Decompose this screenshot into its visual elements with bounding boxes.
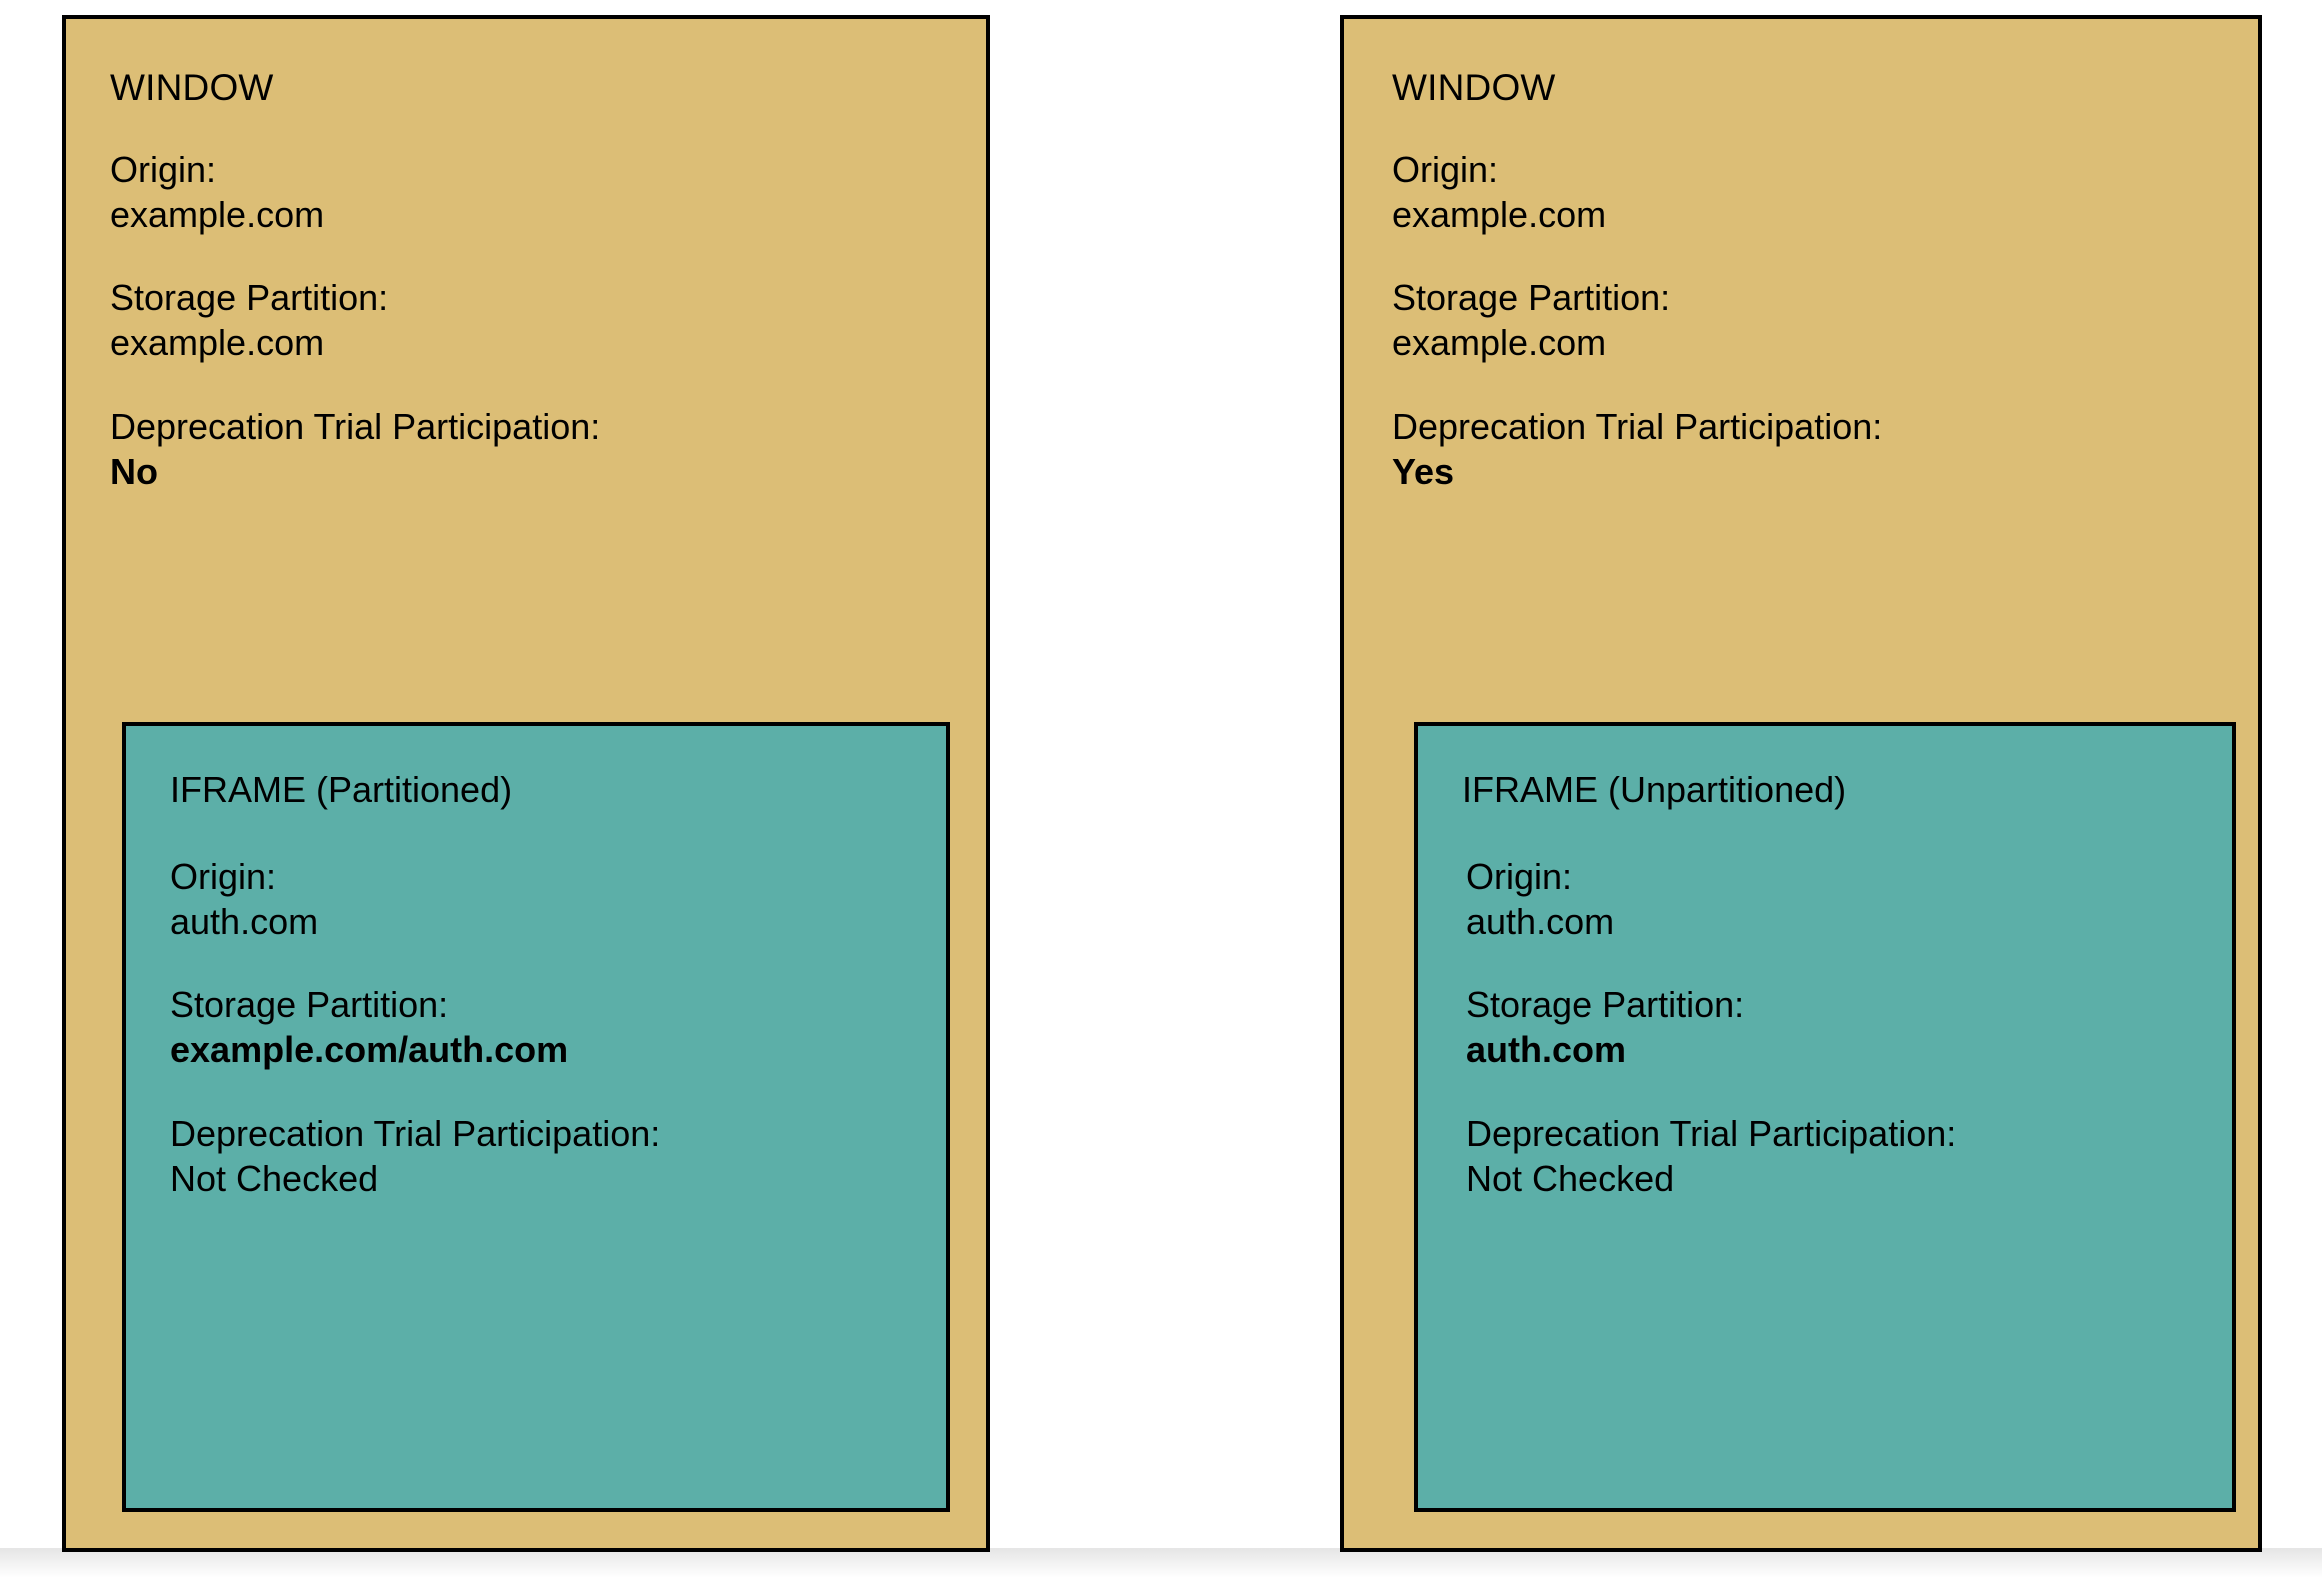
page-shadow [0,1548,2322,1578]
window-box-right: WINDOW Origin: example.com Storage Parti… [1340,15,2262,1552]
iframe-trial-label-right: Deprecation Trial Participation: [1466,1113,1957,1154]
iframe-origin-field-right: Origin: auth.com [1466,854,1614,944]
window-origin-field-right: Origin: example.com [1392,147,1606,237]
window-storage-field-right: Storage Partition: example.com [1392,275,1670,365]
window-storage-field-left: Storage Partition: example.com [110,275,388,365]
iframe-origin-value-right: auth.com [1466,901,1615,942]
iframe-origin-value-left: auth.com [170,901,319,942]
window-storage-label-right: Storage Partition: [1392,277,1671,318]
window-trial-label-left: Deprecation Trial Participation: [110,406,601,447]
iframe-storage-field-left: Storage Partition: example.com/auth.com [170,982,568,1072]
iframe-title-right: IFRAME (Unpartitioned) [1462,769,1847,810]
iframe-trial-value-right: Not Checked [1466,1158,1675,1199]
iframe-trial-label-left: Deprecation Trial Participation: [170,1113,661,1154]
iframe-trial-field-right: Deprecation Trial Participation: Not Che… [1466,1111,1956,1201]
iframe-storage-value-right: auth.com [1466,1029,1627,1070]
iframe-trial-field-left: Deprecation Trial Participation: Not Che… [170,1111,660,1201]
iframe-title-left: IFRAME (Partitioned) [170,769,513,810]
window-origin-label-left: Origin: [110,149,217,190]
window-trial-value-right: Yes [1392,451,1455,492]
iframe-origin-field-left: Origin: auth.com [170,854,318,944]
window-origin-label-right: Origin: [1392,149,1499,190]
window-title-left: WINDOW [110,67,274,108]
window-trial-field-right: Deprecation Trial Participation: Yes [1392,404,1882,494]
window-origin-value-right: example.com [1392,194,1607,235]
iframe-storage-label-left: Storage Partition: [170,984,449,1025]
window-trial-value-left: No [110,451,158,492]
window-origin-value-left: example.com [110,194,325,235]
iframe-origin-label-right: Origin: [1466,856,1573,897]
window-storage-value-right: example.com [1392,322,1607,363]
window-storage-label-left: Storage Partition: [110,277,389,318]
window-title-right: WINDOW [1392,67,1556,108]
iframe-storage-value-left: example.com/auth.com [170,1029,569,1070]
window-origin-field-left: Origin: example.com [110,147,324,237]
window-trial-field-left: Deprecation Trial Participation: No [110,404,600,494]
iframe-trial-value-left: Not Checked [170,1158,379,1199]
iframe-storage-field-right: Storage Partition: auth.com [1466,982,1744,1072]
window-trial-label-right: Deprecation Trial Participation: [1392,406,1883,447]
iframe-origin-label-left: Origin: [170,856,277,897]
iframe-storage-label-right: Storage Partition: [1466,984,1745,1025]
iframe-box-right: IFRAME (Unpartitioned) Origin: auth.com … [1414,722,2236,1512]
window-box-left: WINDOW Origin: example.com Storage Parti… [62,15,990,1552]
iframe-box-left: IFRAME (Partitioned) Origin: auth.com St… [122,722,950,1512]
window-storage-value-left: example.com [110,322,325,363]
